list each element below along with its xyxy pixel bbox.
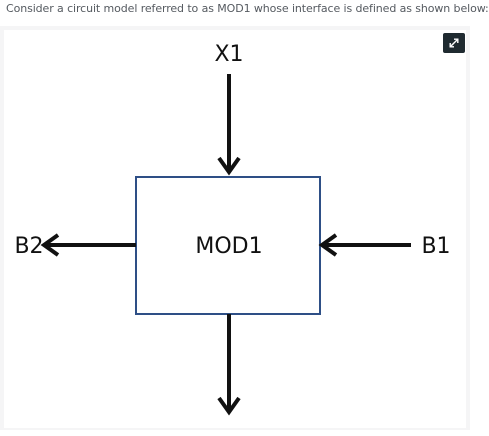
expand-image-button[interactable] [443, 33, 465, 53]
port-label-b2: B2 [14, 234, 43, 259]
input-arrow-b1 [318, 233, 411, 257]
expand-arrows-icon [449, 38, 459, 48]
port-label-b1: B1 [421, 234, 450, 259]
question-text: Consider a circuit model referred to as … [6, 2, 489, 15]
port-label-x1: X1 [214, 42, 243, 67]
mod1-diagram: X1 MOD1 B2 B1 [14, 42, 451, 416]
input-arrow-x1 [217, 74, 241, 176]
module-label: MOD1 [195, 234, 262, 259]
module-box [135, 176, 321, 315]
output-arrow-bottom [217, 314, 241, 416]
question-page: Consider a circuit model referred to as … [6, 2, 489, 416]
output-arrow-b2 [40, 233, 136, 257]
